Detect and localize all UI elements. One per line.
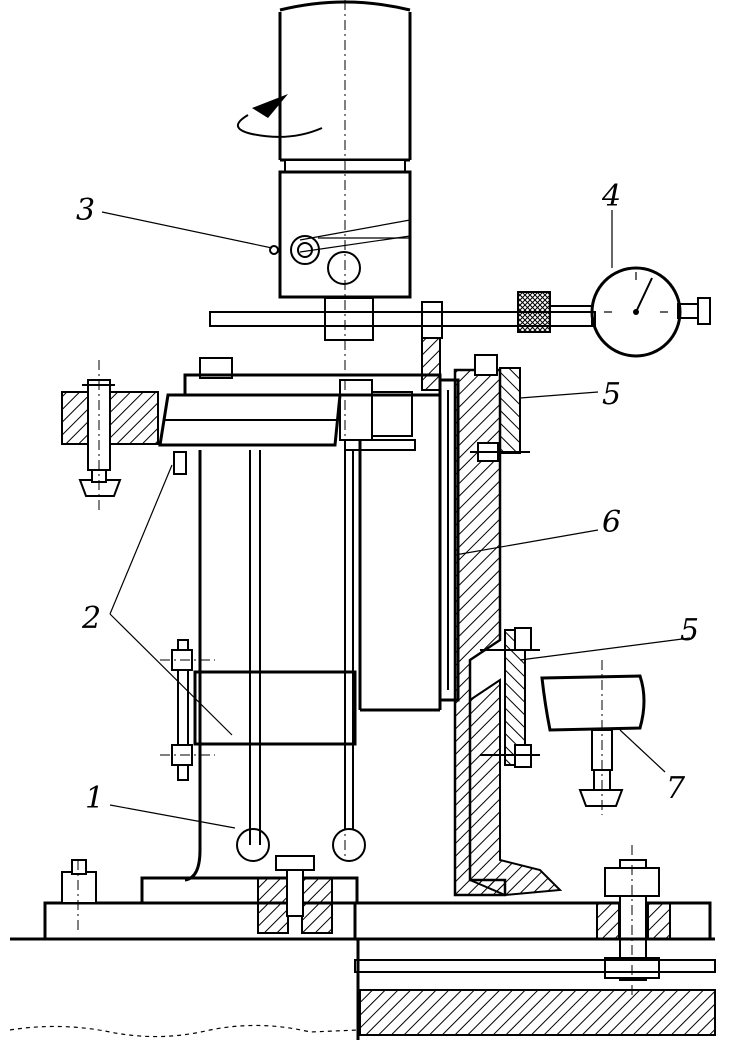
center-lines xyxy=(77,0,633,995)
left-clamp-screw xyxy=(61,360,159,510)
label-2: 2 xyxy=(81,601,101,636)
label-5-upper: 5 xyxy=(602,377,621,412)
part-5-lower xyxy=(480,627,540,768)
part-5-upper xyxy=(470,354,530,462)
dial-indicator xyxy=(590,266,711,358)
part-6-column xyxy=(438,368,563,897)
spindle xyxy=(237,0,412,173)
label-4: 4 xyxy=(601,179,621,214)
part-labels: 1 2 3 4 5 5 6 7 xyxy=(76,179,699,816)
rotation-arrow-icon xyxy=(252,94,288,118)
part-2-clamps xyxy=(160,451,215,781)
label-6: 6 xyxy=(602,505,621,540)
part-7-clamp xyxy=(540,660,646,815)
indicator-bar xyxy=(209,291,596,391)
chuck-body xyxy=(269,170,412,299)
base-plate xyxy=(43,855,712,981)
label-5-lower: 5 xyxy=(680,613,699,648)
label-3: 3 xyxy=(76,193,95,228)
machine-table xyxy=(9,937,716,1040)
leader-lines xyxy=(101,210,691,829)
part-1-body xyxy=(184,440,442,882)
label-1: 1 xyxy=(85,781,104,816)
upper-clamp xyxy=(158,357,442,451)
label-7: 7 xyxy=(666,771,686,806)
